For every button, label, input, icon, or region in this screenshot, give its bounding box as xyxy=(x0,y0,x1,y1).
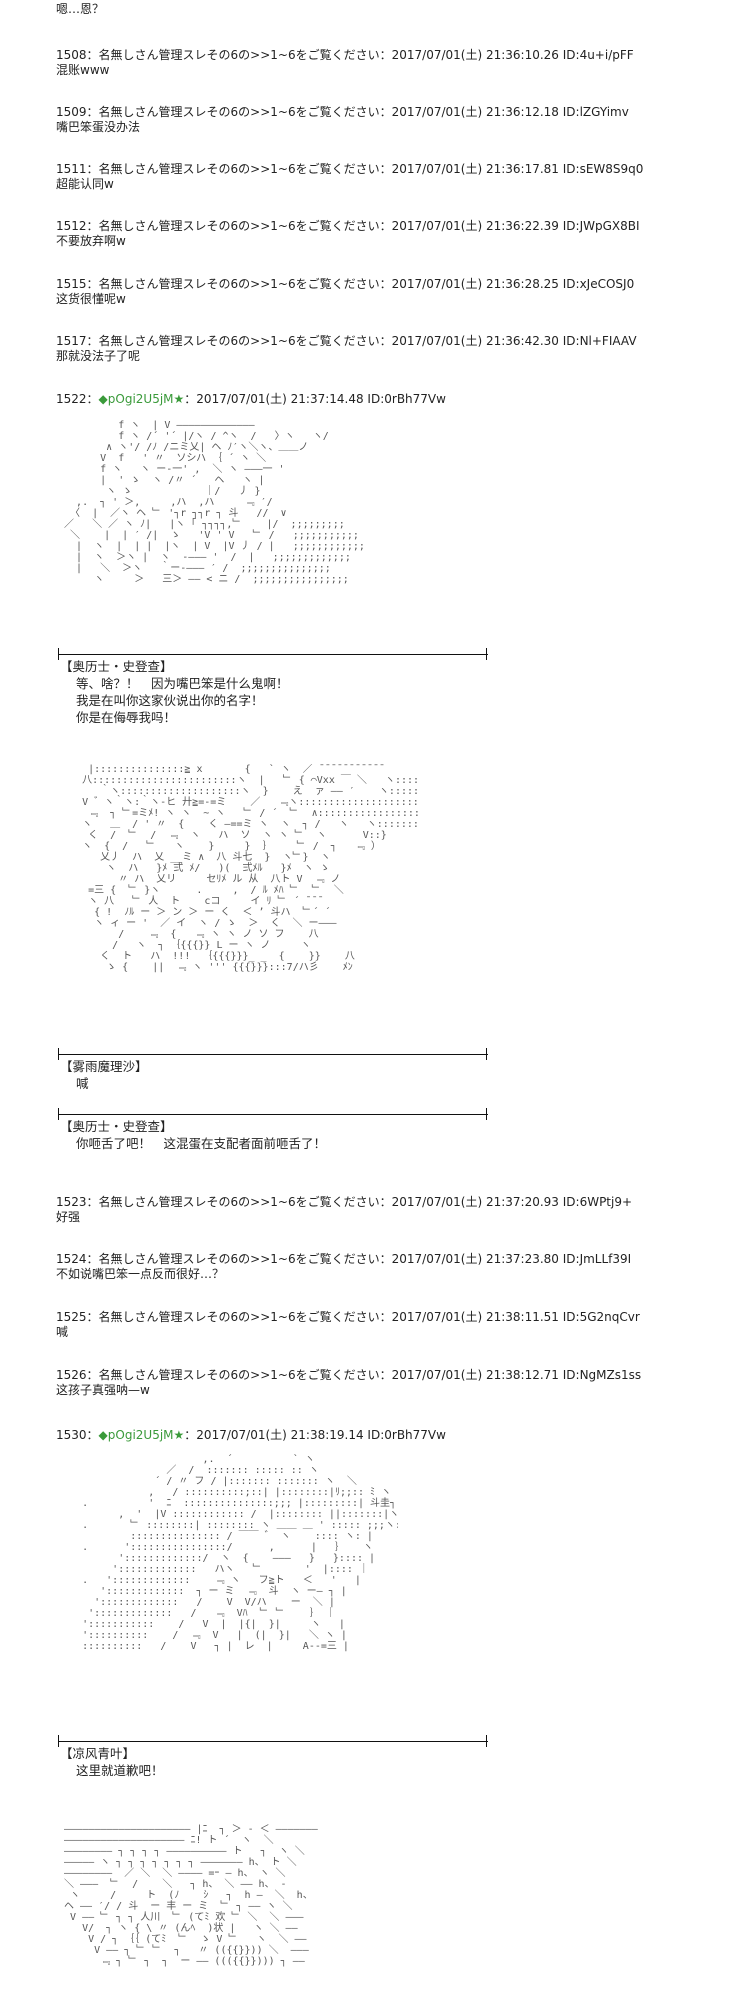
dialogue-line: 你是在侮辱我吗！ xyxy=(76,710,177,725)
dialogue-block: 【奥历士・史登查】 你咂舌了吧！ 这混蛋在支配者面前咂舌了！ xyxy=(60,1118,326,1152)
post-header: 1508：名無しさん管理スレその6の>>1~6をご覧ください：2017/07/0… xyxy=(56,48,634,62)
ascii-art-character: f ヽ | V ――――――――――――― f ヽ /´ '´ |/ヽ / ^ヽ… xyxy=(64,420,365,585)
post-header: 1512：名無しさん管理スレその6の>>1~6をご覧ください：2017/07/0… xyxy=(56,219,640,233)
divider xyxy=(58,1054,488,1055)
reply-post: 1524：名無しさん管理スレその6の>>1~6をご覧ください：2017/07/0… xyxy=(56,1252,631,1282)
post-body: 超能认同w xyxy=(56,177,114,191)
divider xyxy=(58,654,488,655)
post-header: 1524：名無しさん管理スレその6の>>1~6をご覧ください：2017/07/0… xyxy=(56,1252,632,1266)
reply-post: 1509：名無しさん管理スレその6の>>1~6をご覧ください：2017/07/0… xyxy=(56,105,629,135)
post-body: 这孩子真强呐—w xyxy=(56,1383,150,1397)
op-post-header: 1530：◆pOgi2U5jM★：2017/07/01(土) 21:38:19.… xyxy=(56,1428,446,1443)
post-header: 1517：名無しさん管理スレその6の>>1~6をご覧ください：2017/07/0… xyxy=(56,334,637,348)
divider-tick xyxy=(58,1048,59,1060)
post-body: 那就没法子了呢 xyxy=(56,349,141,363)
speaker-name: 【奥历士・史登查】 xyxy=(60,659,173,674)
author-trip[interactable]: ◆pOgi2U5jM xyxy=(98,1428,174,1442)
post-header: 1525：名無しさん管理スレその6の>>1~6をご覧ください：2017/07/0… xyxy=(56,1310,640,1324)
divider xyxy=(58,1114,488,1115)
reply-post: 1512：名無しさん管理スレその6の>>1~6をご覧ください：2017/07/0… xyxy=(56,219,640,249)
post-header: 1515：名無しさん管理スレその6の>>1~6をご覧ください：2017/07/0… xyxy=(56,277,635,291)
reply-post: 1517：名無しさん管理スレその6の>>1~6をご覧ください：2017/07/0… xyxy=(56,334,637,364)
dialogue-line: 喊 xyxy=(76,1076,89,1091)
reply-post: 1526：名無しさん管理スレその6の>>1~6をご覧ください：2017/07/0… xyxy=(56,1368,641,1398)
divider-tick xyxy=(58,1108,59,1120)
divider-tick xyxy=(58,1735,59,1747)
post-body: 喊 xyxy=(56,1325,69,1339)
post-number: 1530： xyxy=(56,1428,99,1442)
speaker-name: 【奥历士・史登查】 xyxy=(60,1119,173,1134)
post-meta: ：2017/07/01(土) 21:37:14.48 ID:0rBh77Vw xyxy=(184,392,446,406)
post-body: 混账www xyxy=(56,63,110,77)
author-trip[interactable]: ◆pOgi2U5jM xyxy=(98,392,174,406)
reply-post: 1515：名無しさん管理スレその6の>>1~6をご覧ください：2017/07/0… xyxy=(56,277,634,307)
op-post-header: 1522：◆pOgi2U5jM★：2017/07/01(土) 21:37:14.… xyxy=(56,392,446,407)
ascii-art-character: ,. ´ ￣ ￣ ￣ ` ヽ ／ / ::::::: ::::: :: ヽ ´ … xyxy=(82,1454,398,1652)
reply-post: 1511：名無しさん管理スレその6の>>1~6をご覧ください：2017/07/0… xyxy=(56,162,643,192)
star-icon: ★ xyxy=(173,392,185,406)
post-body: 好强 xyxy=(56,1210,81,1224)
post-number: 1522： xyxy=(56,392,99,406)
post-body: 不要放弃啊w xyxy=(56,234,126,248)
post-header: 1509：名無しさん管理スレその6の>>1~6をご覧ください：2017/07/0… xyxy=(56,105,629,119)
dialogue-line: 你咂舌了吧！ 这混蛋在支配者面前咂舌了！ xyxy=(76,1136,327,1151)
reply-post: 1523：名無しさん管理スレその6の>>1~6をご覧ください：2017/07/0… xyxy=(56,1195,632,1225)
divider-tick xyxy=(486,648,487,660)
ascii-art-character: |:::::::::::::::≧ x { ` ヽ ／ ̄ ̄ ̄ ̄ ̄ ̄ … xyxy=(82,764,418,973)
divider-tick xyxy=(58,648,59,660)
star-icon: ★ xyxy=(173,1428,185,1442)
dialogue-line: 这里就道歉吧！ xyxy=(76,1763,164,1778)
post-body: 不如说嘴巴笨一点反而很好…？ xyxy=(56,1267,225,1281)
dialogue-line: 我是在叫你这家伙说出你的名字！ xyxy=(76,693,264,708)
divider-tick xyxy=(486,1735,487,1747)
post-body: 嘴巴笨蛋没办法 xyxy=(56,120,141,134)
post-header: 1523：名無しさん管理スレその6の>>1~6をご覧ください：2017/07/0… xyxy=(56,1195,633,1209)
post-body: 这货很懂呢w xyxy=(56,292,126,306)
divider xyxy=(58,1741,488,1742)
header-text: 嗯…恩？ xyxy=(56,2,105,16)
divider-tick xyxy=(486,1108,487,1120)
dialogue-block: 【凉风青叶】 这里就道歉吧！ xyxy=(60,1745,164,1779)
dialogue-block: 【奥历士・史登查】 等、啥？！ 因为嘴巴笨是什么鬼啊！ 我是在叫你这家伙说出你的… xyxy=(60,658,289,726)
divider-tick xyxy=(486,1048,487,1060)
dialogue-block: 【雾雨魔理沙】 喊 xyxy=(60,1058,148,1092)
speaker-name: 【凉风青叶】 xyxy=(60,1746,136,1761)
speaker-name: 【雾雨魔理沙】 xyxy=(60,1059,148,1074)
post-header: 1526：名無しさん管理スレその6の>>1~6をご覧ください：2017/07/0… xyxy=(56,1368,642,1382)
post-header: 1511：名無しさん管理スレその6の>>1~6をご覧ください：2017/07/0… xyxy=(56,162,644,176)
dialogue-line: 等、啥？！ 因为嘴巴笨是什么鬼啊！ xyxy=(76,676,289,691)
reply-post: 1508：名無しさん管理スレその6の>>1~6をご覧ください：2017/07/0… xyxy=(56,48,634,78)
post-meta: ：2017/07/01(土) 21:38:19.14 ID:0rBh77Vw xyxy=(184,1428,446,1442)
ascii-art-character: ――――――――――――――――――――― |ﾆ ┐ ＞ - ＜ ―――――――… xyxy=(64,1824,318,1967)
reply-post: 1525：名無しさん管理スレその6の>>1~6をご覧ください：2017/07/0… xyxy=(56,1310,640,1340)
